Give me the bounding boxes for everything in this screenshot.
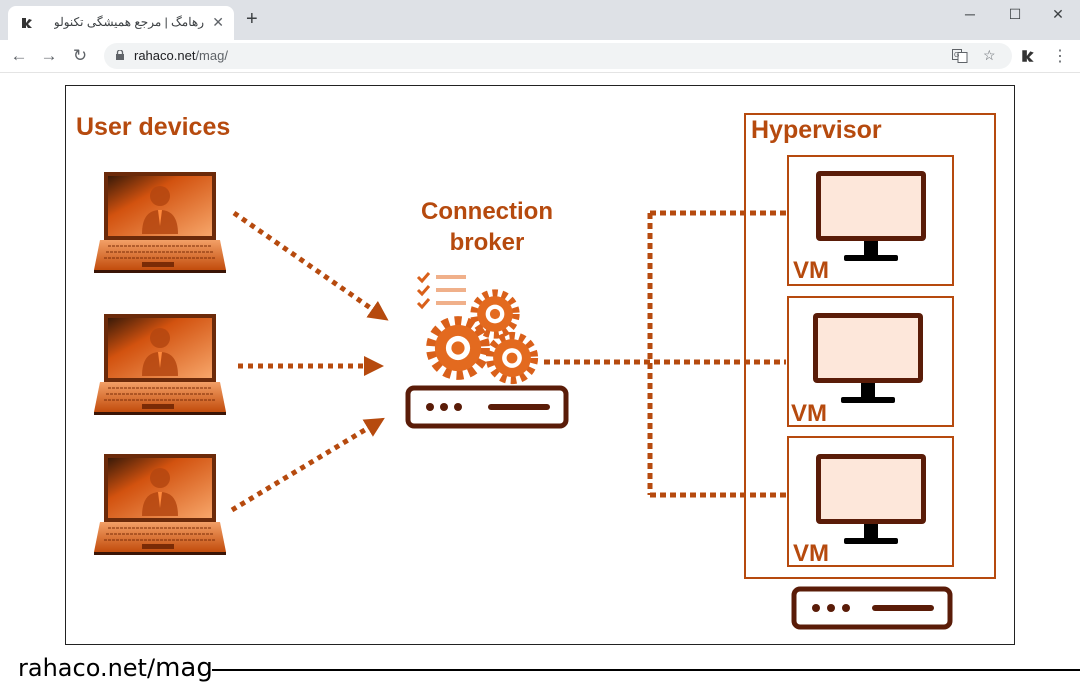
broker-server-icon [405,385,569,429]
svg-text:G: G [954,52,959,59]
minimize-icon[interactable]: ─ [965,6,975,22]
extension-icon[interactable] [1020,48,1036,64]
broker-label-line2: broker [450,229,525,256]
browser-menu-icon[interactable]: ⋮ [1052,48,1068,65]
page-content: User devices Connection broker Hyperviso… [0,73,1080,686]
browser-tab[interactable]: رهامگ | مرجع همیشگی تکنولوژی | ✕ [8,6,234,40]
footer-watermark: rahaco.net/mag [18,653,213,683]
tab-strip: رهامگ | مرجع همیشگی تکنولوژی | ✕ + ─ ☐ ✕ [0,0,1080,40]
footer-host: rahaco.net/ [18,654,156,682]
forward-icon[interactable]: → [40,46,58,65]
new-tab-icon[interactable]: + [246,8,258,30]
browser-toolbar: ← → ↻ rahaco.net/mag/ G ☆ ⋮ [0,40,1080,73]
address-bar[interactable]: rahaco.net/mag/ G ☆ [104,43,1012,69]
vdi-diagram: User devices Connection broker Hyperviso… [76,113,996,630]
vm-label: VM [791,400,827,427]
window-close-icon[interactable]: ✕ [1052,6,1064,22]
connection-arrow [232,210,389,321]
site-favicon-icon [22,18,32,28]
url-host: rahaco.net [134,48,196,63]
laptop-icon [93,313,227,416]
footer-divider [212,669,1080,671]
hypervisor-server-icon [791,586,953,630]
user-devices-label: User devices [76,113,230,141]
hypervisor-label: Hypervisor [751,116,882,144]
url-path: /mag/ [195,48,228,63]
vm-label: VM [793,257,829,284]
lock-icon [116,50,124,60]
tab-close-icon[interactable]: ✕ [212,14,224,30]
connection-arrow [230,417,385,513]
tab-title: رهامگ | مرجع همیشگی تکنولوژی | [54,15,204,29]
laptop-icon [93,453,227,556]
back-icon[interactable]: ← [10,46,28,65]
reload-icon[interactable]: ↻ [72,46,88,65]
broker-label-line1: Connection [421,198,553,225]
vdi-diagram-figure: User devices Connection broker Hyperviso… [65,85,1015,645]
gear-icon [490,336,533,379]
translate-icon[interactable]: G [952,49,968,63]
footer-path: mag [155,653,213,683]
checklist-icon [416,272,466,310]
maximize-icon[interactable]: ☐ [1008,6,1022,22]
bookmark-star-icon[interactable]: ☆ [983,47,996,63]
hypervisor-box [744,113,996,579]
vm-label: VM [793,540,829,567]
url-text[interactable]: rahaco.net/mag/ [134,48,228,63]
vm-connection-lines [544,210,786,498]
laptop-icon [93,171,227,274]
